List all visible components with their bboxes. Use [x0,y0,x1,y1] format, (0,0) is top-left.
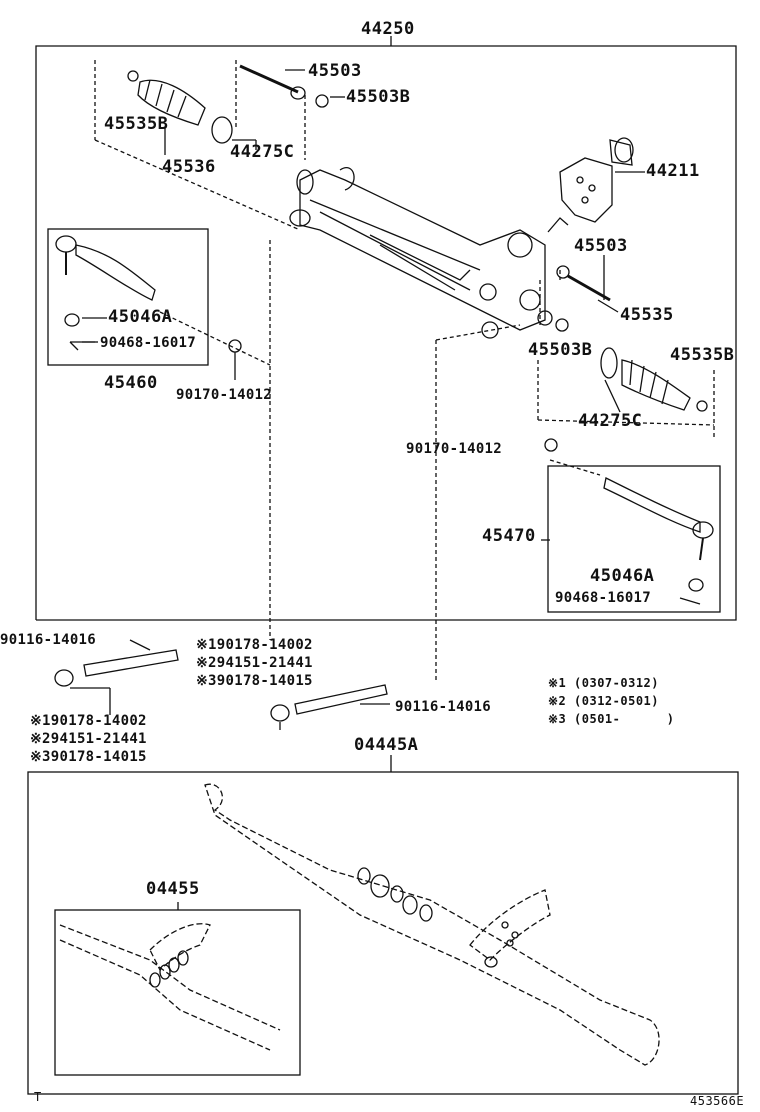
nut-option-part: 90178-14015 [216,673,313,689]
label-boot-clip-right: 45535B [670,345,735,365]
label-seal-kit: 04455 [146,879,200,899]
label-bolt-left: 90116-14016 [0,632,97,648]
date-legend-3: ※3 (0501- ) [548,710,674,728]
legend-mark: ※2 [548,694,567,708]
label-tie-end-left: 45460 [104,373,158,393]
rod-top [239,64,329,108]
label-tie-end-nut-left: 45046A [108,307,173,327]
seal-kit-rings [149,950,189,988]
nut-options-lower: ※190178-14002 ※294151-21441 ※390178-1401… [30,712,147,766]
dashed-guides [94,60,715,680]
label-nut-right-small: 90170-14012 [406,441,503,457]
rack-housing [289,167,569,339]
date-legend-1: ※1 (0307-0312) [548,674,674,692]
nut-option-3: ※390178-14015 [30,748,147,766]
legend-mark: ※1 [548,676,567,690]
nut-option-1: ※190178-14002 [30,712,147,730]
label-cotter-right: 90468-16017 [555,590,652,606]
label-boot-left: 45536 [162,157,216,177]
label-nut-left-small: 90170-14012 [176,387,273,403]
bolt-right-part [270,684,390,730]
nut-option-part: 90178-14015 [50,749,147,765]
tie-end-right-part [541,477,714,605]
label-boot-clip-left: 45535B [104,114,169,134]
nut-option-mark: ※1 [196,637,217,653]
label-boot-clamp-right: 45535 [620,305,674,325]
label-ring-right: 44275C [578,411,643,431]
label-cotter-left: 90468-16017 [100,335,197,351]
label-rod-right: 45503 [574,236,628,256]
label-nut-top: 45503B [346,87,411,107]
main-assembly-frame [35,36,737,621]
nut-option-part: 90178-14002 [216,637,313,653]
nut-option-mark: ※3 [30,749,51,765]
nut-option-2: ※294151-21441 [30,730,147,748]
nut-option-part: 94151-21441 [216,655,313,671]
rod-right [555,265,611,332]
label-ring-left: 44275C [230,142,295,162]
label-main-assembly: 44250 [361,19,415,39]
boot-left [127,70,233,144]
nut-option-mark: ※3 [196,673,217,689]
footer-left: T [34,1090,42,1104]
bolt-left-part [54,639,179,715]
tie-end-right-box [547,465,721,613]
leader-lines [82,69,645,413]
label-rod-top: 45503 [308,61,362,81]
gasket-kit-frame [27,755,739,1095]
gasket-kit-outline [204,783,660,1066]
footer-right: 453566E [690,1094,745,1108]
nut-option-3: ※390178-14015 [196,672,313,690]
nut-option-part: 94151-21441 [50,731,147,747]
label-bolt-right: 90116-14016 [395,699,492,715]
legend-range: (0307-0312) [574,676,659,690]
label-housing-bracket: 44211 [646,161,700,181]
boot-right [544,347,708,452]
housing-bracket [559,137,634,223]
date-legend: ※1 (0307-0312) ※2 (0312-0501) ※3 (0501- … [548,674,674,728]
nut-option-2: ※294151-21441 [196,654,313,672]
gasket-kit-seals [357,867,519,968]
label-tie-end-right: 45470 [482,526,536,546]
legend-mark: ※3 [548,712,567,726]
legend-range: (0312-0501) [574,694,659,708]
date-legend-2: ※2 (0312-0501) [548,692,674,710]
label-gasket-kit: 04445A [354,735,419,755]
nut-option-part: 90178-14002 [50,713,147,729]
nut-option-mark: ※2 [30,731,51,747]
nut-option-1: ※190178-14002 [196,636,313,654]
seal-kit-outline [59,923,281,1051]
label-nut-right: 45503B [528,340,593,360]
nut-option-mark: ※2 [196,655,217,671]
seal-kit-box [54,902,301,1076]
nut-option-mark: ※1 [30,713,51,729]
nut-options-upper: ※190178-14002 ※294151-21441 ※390178-1401… [196,636,313,690]
legend-range: (0501- ) [574,712,675,726]
tie-end-left-box [47,228,209,366]
label-tie-end-nut-right: 45046A [590,566,655,586]
